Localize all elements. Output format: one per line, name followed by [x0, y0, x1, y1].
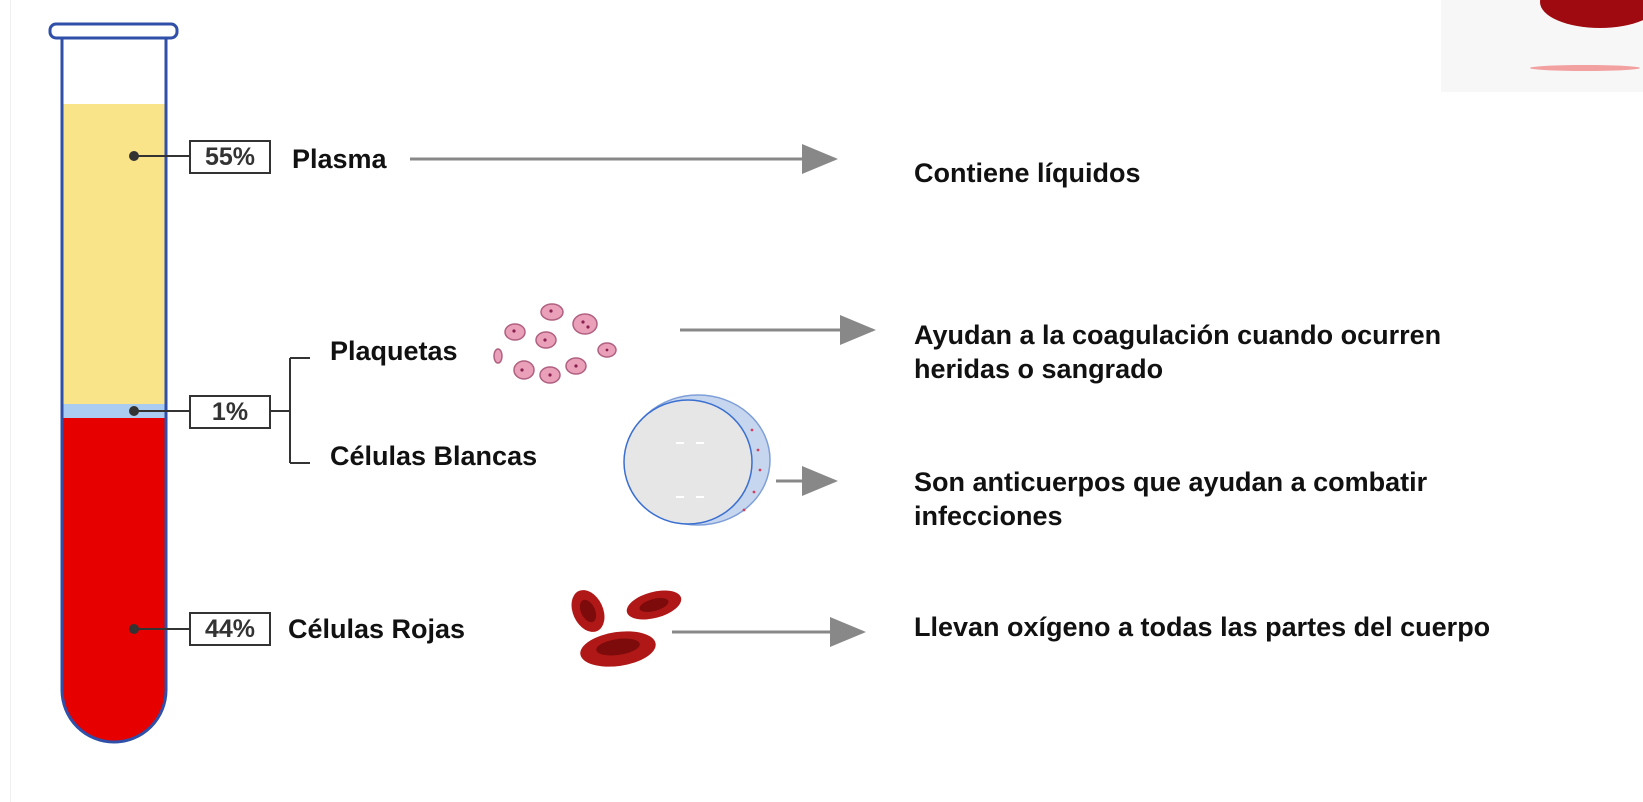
percent-box-plasma: 55%	[189, 140, 271, 174]
desc-blancas: Son anticuerpos que ayudan a combatir in…	[914, 467, 1428, 531]
tube-rim	[48, 22, 179, 40]
white-cell-icon	[623, 394, 771, 526]
percent-box-buffy: 1%	[189, 395, 271, 429]
leader-lines	[129, 151, 310, 634]
label-blancas: Células Blancas	[330, 441, 538, 471]
red-cell-layer	[62, 418, 166, 742]
label-plasma: Plasma	[292, 144, 387, 174]
label-rojas: Células Rojas	[288, 614, 466, 644]
page-edge-line	[10, 0, 11, 802]
desc-plaquetas: Ayudan a la coagulación cuando ocurren h…	[914, 320, 1442, 384]
test-tube	[48, 22, 179, 744]
tube-outline	[60, 36, 168, 744]
percent-box-red: 44%	[189, 612, 271, 646]
arrows	[410, 144, 876, 647]
red-cells-icon	[571, 590, 682, 667]
desc-rojas: Llevan oxígeno a todas las partes del cu…	[914, 612, 1491, 642]
label-plaquetas: Plaquetas	[330, 336, 458, 366]
plasma-layer	[62, 104, 166, 404]
desc-plasma: Contiene líquidos	[914, 158, 1141, 188]
platelets-icon	[493, 303, 617, 384]
blood-drop-icon	[1441, 0, 1643, 92]
buffy-coat-layer	[62, 404, 166, 418]
